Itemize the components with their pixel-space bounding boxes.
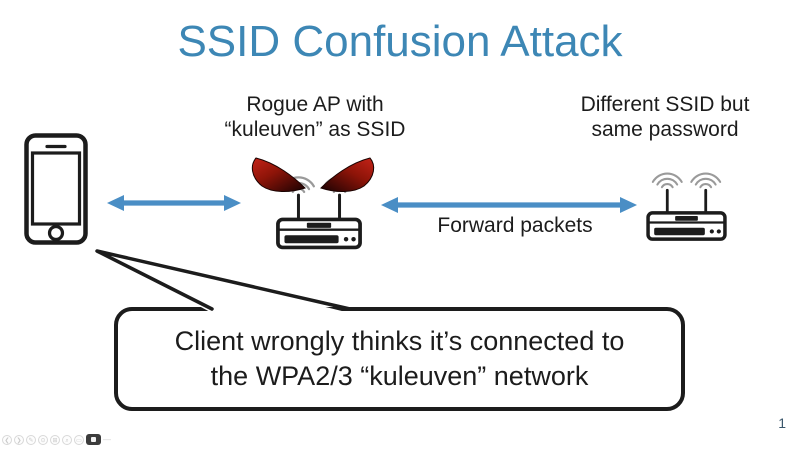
next-slide-icon[interactable]: ❯ bbox=[14, 434, 24, 445]
previous-slide-icon[interactable]: ❮ bbox=[2, 434, 12, 445]
client-rogue-link-arrow-icon bbox=[107, 195, 241, 211]
zoom-slide-icon[interactable]: ⌕ bbox=[62, 434, 72, 445]
slide-title: SSID Confusion Attack bbox=[177, 17, 623, 66]
wifi-router-icon bbox=[634, 164, 739, 247]
rogue-ap-label: Rogue AP with “kuleuven” as SSID bbox=[190, 92, 440, 142]
other-ap-label-line1: Different SSID but bbox=[580, 93, 750, 116]
other-ap-label-line2: same password bbox=[591, 118, 739, 141]
forward-packets-arrow-icon bbox=[381, 197, 637, 213]
smartphone-icon bbox=[24, 133, 88, 245]
callout-bubble: Client wrongly thinks it’s connected to … bbox=[114, 307, 685, 411]
presenter-toolbar: ❮ ❯ ✎ ⊙ ⊞ ⌕ ▭ — bbox=[2, 434, 111, 445]
rogue-ap-label-line1: Rogue AP with bbox=[246, 93, 384, 116]
ink-pen-icon[interactable]: ✎ bbox=[26, 434, 36, 445]
rogue-ap-label-line2: “kuleuven” as SSID bbox=[224, 118, 406, 141]
more-options-icon[interactable]: — bbox=[103, 434, 111, 444]
callout-tail bbox=[95, 249, 352, 313]
all-slides-icon[interactable]: ⊞ bbox=[50, 434, 60, 445]
slide-page-number: 1 bbox=[778, 415, 786, 431]
other-ap-label: Different SSID but same password bbox=[540, 92, 790, 142]
camera-icon-inner bbox=[91, 437, 96, 442]
captions-icon[interactable]: ▭ bbox=[74, 434, 84, 445]
camera-icon[interactable] bbox=[86, 434, 101, 445]
callout-line2: the WPA2/3 “kuleuven” network bbox=[210, 361, 589, 391]
forward-packets-label: Forward packets bbox=[437, 214, 593, 237]
laser-pointer-icon[interactable]: ⊙ bbox=[38, 434, 48, 445]
devil-horns-icon bbox=[251, 157, 375, 192]
callout-line1: Client wrongly thinks it’s connected to bbox=[174, 326, 625, 356]
